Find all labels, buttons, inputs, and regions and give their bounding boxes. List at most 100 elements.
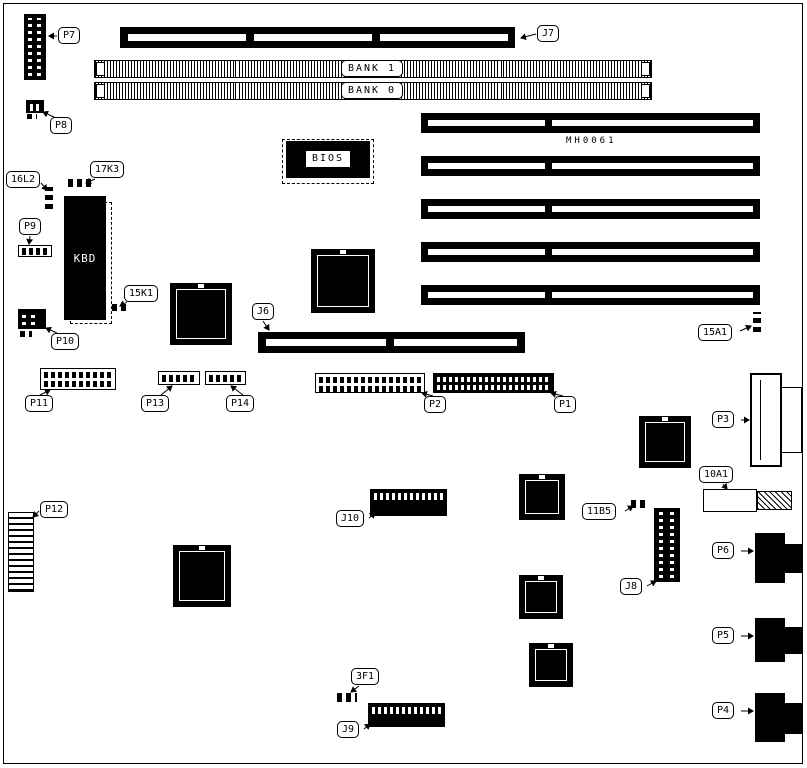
slot-segment [266,339,386,346]
connector-j10 [370,489,447,516]
pin1-notch [539,475,545,479]
slot-j6 [258,332,525,353]
slot-segment [394,339,517,346]
slot-segment [428,292,545,298]
callout-p14: P14 [226,395,255,412]
kbd-chip: KBD [64,196,106,320]
slot-segment [552,120,753,126]
callout-j6: J6 [252,303,275,320]
simm-divider [235,61,240,77]
callout-p8: P8 [50,117,73,134]
slot-segment [428,120,545,126]
simm-clip [641,84,650,98]
slot-segment [428,206,545,212]
connector-p3-divider [760,380,761,460]
label-bank-1: BANK 1 [341,60,403,77]
plcc-socket [535,649,567,681]
callout-p1: P1 [554,396,577,413]
plcc-socket [179,551,225,601]
callout-p5: P5 [712,627,735,644]
connector-p5 [755,618,785,662]
pin1-notch [198,284,204,288]
callout-p3: P3 [712,411,735,428]
callout-3f1: 3F1 [351,668,380,685]
callout-p6: P6 [712,542,735,559]
pin1-notch [548,644,554,648]
component-15k1 [112,304,126,311]
component-10a1-hatched [757,491,792,510]
connector-p12 [8,512,34,592]
callout-p10: P10 [51,333,80,350]
slot-j7 [120,27,515,48]
slot-segment [428,163,545,169]
component-16l2 [45,187,53,209]
slot-segment [552,249,753,255]
connector-j9 [368,703,445,727]
plcc-socket [317,255,369,307]
connector-p6 [755,533,785,583]
component-17k3 [68,179,94,187]
slot-segment [128,34,246,41]
callout-p4: P4 [712,702,735,719]
callout-17k3: 17K3 [90,161,125,178]
callout-p11: P11 [25,395,54,412]
connector-p8-pins [27,114,37,119]
connector-p10-pins [20,331,32,337]
component-10a1 [703,489,757,512]
simm-divider [235,83,240,99]
connector-p2 [315,373,425,393]
connector-p5-tab [785,627,802,654]
isa-slot-3 [421,199,760,219]
callout-p13: P13 [141,395,170,412]
connector-p11 [40,368,116,390]
pin1-notch [340,250,346,254]
connector-j8 [654,508,680,582]
slot-segment [552,206,753,212]
callout-p9: P9 [19,218,42,235]
board-id: MH0061 [566,136,617,146]
simm-clip [96,84,105,98]
plcc-chip-2 [311,249,375,313]
slot-segment [428,249,545,255]
plcc-socket [525,581,557,613]
label-bank-0: BANK 0 [341,82,403,99]
callout-j9: J9 [337,721,360,738]
plcc-socket [176,289,226,339]
callout-15a1: 15A1 [698,324,733,341]
plcc-chip-5 [173,545,231,607]
plcc-chip-6 [519,575,563,619]
connector-p9 [18,245,52,257]
callout-10a1: 10A1 [699,466,734,483]
pin1-notch [538,576,544,580]
simm-divider [497,61,502,77]
simm-clip [641,62,650,76]
connector-p6-tab [785,544,802,573]
callout-j7: J7 [537,25,560,42]
plcc-socket [525,480,559,514]
component-15a1 [753,312,761,332]
plcc-chip-3 [639,416,691,468]
component-11b5 [631,500,646,508]
isa-slot-4 [421,242,760,262]
plcc-chip-7 [529,643,573,687]
simm-clip [96,62,105,76]
connector-p3 [750,373,782,467]
connector-p8 [26,100,44,113]
isa-slot-5 [421,285,760,305]
connector-p13 [158,371,200,385]
callout-15k1: 15K1 [124,285,159,302]
plcc-chip-1 [170,283,232,345]
bios-label: BIOS [305,150,351,168]
slot-segment [254,34,372,41]
board-outline [3,3,803,764]
pin1-notch [199,546,205,550]
connector-p4 [755,693,785,742]
callout-11b5: 11B5 [582,503,617,520]
callout-p2: P2 [424,396,447,413]
slot-segment [380,34,508,41]
callout-j8: J8 [620,578,643,595]
slot-segment [552,292,753,298]
component-3f1 [337,693,357,702]
isa-slot-1 [421,113,760,133]
